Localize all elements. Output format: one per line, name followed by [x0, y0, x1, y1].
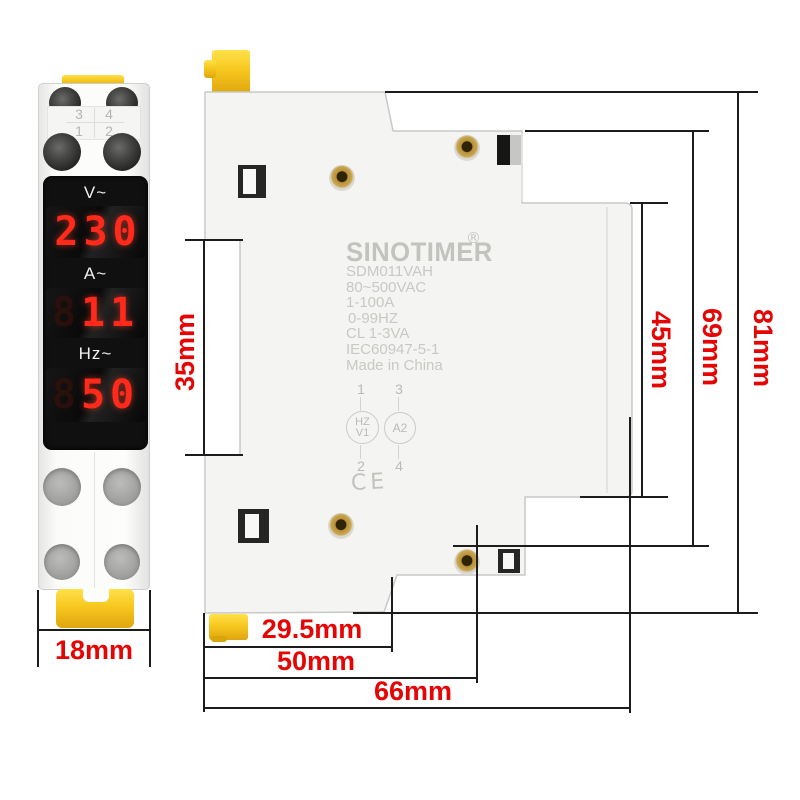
current-readout: 8 11	[46, 288, 145, 338]
mounting-slot-top-right	[497, 135, 521, 165]
dim-tick	[185, 239, 243, 241]
standard-code: IEC60947-5-1	[346, 341, 440, 358]
terminal-numbers: 3 4 1 2	[64, 105, 124, 140]
current-range: 1-100A	[346, 294, 395, 311]
case-screw-icon	[329, 165, 355, 191]
dim-tick	[630, 202, 668, 204]
wiring-terminal-1: 1	[357, 381, 365, 397]
origin-label: Made in China	[346, 357, 443, 374]
wiring-line	[360, 445, 361, 459]
din-clip-notch	[83, 589, 109, 602]
voltage-value: 230	[54, 209, 142, 255]
wire-hole	[103, 468, 141, 506]
dim-label-45mm: 45mm	[646, 310, 676, 390]
registered-trademark-icon: ®	[466, 229, 481, 247]
frequency-readout: 8 50	[46, 368, 145, 422]
dim-label-18mm: 18mm	[54, 635, 134, 665]
dim-label-66mm: 66mm	[373, 676, 453, 706]
frequency-value: 50	[80, 372, 140, 418]
dim-line-69mm	[692, 131, 694, 546]
dim-ext-line	[629, 417, 631, 713]
dim-ext-line	[37, 590, 39, 667]
current-value: 11	[80, 290, 140, 336]
dim-ext-line	[149, 590, 151, 667]
wire-hole	[104, 544, 140, 580]
mounting-slot-inner	[503, 553, 514, 569]
frequency-unit-label: Hz~	[78, 343, 113, 363]
wiring-line	[360, 397, 361, 411]
dim-label-29-5mm: 29.5mm	[261, 614, 363, 644]
terminal-number: 2	[105, 123, 113, 140]
ghost-digit: 8	[51, 290, 76, 336]
wiring-terminal-3: 3	[395, 381, 403, 397]
dim-ref-line	[525, 130, 709, 132]
wiring-line	[398, 445, 399, 459]
dim-line-66mm	[204, 707, 630, 709]
case-screw-icon	[328, 513, 354, 539]
dim-label-81mm: 81mm	[748, 308, 778, 388]
side-top-din-clip	[212, 50, 250, 94]
terminal-number: 3	[75, 105, 83, 122]
ghost-digit: 8	[51, 372, 76, 418]
wiring-circle-label: V1	[355, 426, 370, 439]
terminal-number: 4	[105, 105, 113, 122]
dim-ref-line	[353, 612, 758, 614]
wiring-circle-a2: A2	[384, 412, 416, 444]
dim-line-35mm	[203, 240, 205, 455]
dim-label-35mm: 35mm	[170, 312, 200, 392]
ce-mark-icon: CE	[350, 469, 389, 496]
dim-ref-line	[385, 91, 758, 93]
terminal-grid-divider	[66, 122, 124, 123]
side-bottom-din-clip-foot	[211, 636, 227, 642]
dim-ext-line-left	[203, 613, 205, 712]
front-body-seam	[94, 452, 95, 588]
dim-ext-line	[476, 525, 478, 683]
dim-ref-line	[453, 545, 709, 547]
current-unit-label: A~	[83, 263, 108, 283]
dim-tick	[580, 496, 668, 498]
terminal-number: 1	[75, 123, 83, 140]
dim-label-69mm: 69mm	[697, 307, 727, 387]
model-number: SDM011VAH	[346, 263, 433, 280]
terminal-screw-bottom-right-icon	[103, 133, 141, 171]
class-rating: CL 1-3VA	[346, 325, 410, 342]
wiring-line	[398, 397, 399, 411]
dim-line-18mm	[37, 629, 151, 631]
mounting-slot-inner	[245, 514, 259, 538]
wiring-circle-label: HZ	[355, 415, 370, 428]
wire-hole	[44, 544, 80, 580]
wiring-circle-label: A2	[392, 420, 408, 435]
voltage-unit-label: V~	[83, 182, 108, 202]
wiring-terminal-4: 4	[395, 458, 403, 474]
side-top-din-clip-step	[204, 60, 216, 78]
dim-line-45mm	[641, 203, 643, 497]
voltage-readout: 230	[46, 206, 145, 258]
dim-line-29-5mm	[204, 646, 392, 648]
wiring-circle-hz-v1: HZ V1	[346, 411, 379, 444]
mounting-slot-inner	[243, 169, 256, 194]
terminal-screw-bottom-left-icon	[43, 133, 81, 171]
dim-label-50mm: 50mm	[276, 646, 356, 676]
side-bottom-din-clip	[209, 614, 248, 640]
case-screw-icon	[454, 135, 480, 161]
terminal-grid-divider	[94, 108, 95, 138]
wire-hole	[43, 468, 81, 506]
dim-tick	[185, 454, 243, 456]
dim-line-50mm	[204, 677, 477, 679]
dim-line-81mm	[737, 92, 739, 613]
dim-ext-line	[391, 577, 393, 652]
